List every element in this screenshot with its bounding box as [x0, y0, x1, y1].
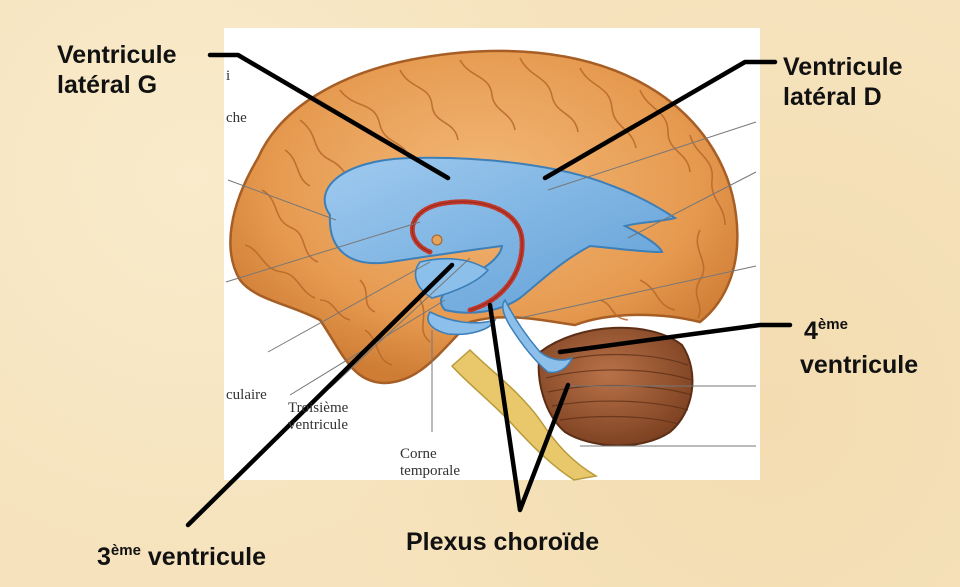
label-corne-line2: temporale	[400, 463, 460, 479]
leader-lateral-d	[542, 59, 778, 181]
label-ventricule-lateral-g: Ventricule latéral G	[57, 40, 177, 100]
label-third-num: 3	[97, 543, 111, 571]
label-troisieme-line2: ventricule	[288, 417, 348, 433]
label-ventricule-lateral-d: Ventricule latéral D	[783, 52, 903, 112]
original-annotation-lines	[225, 121, 757, 447]
label-fourth-word: ventricule	[800, 351, 919, 379]
label-lateral-g-line2: latéral G	[57, 71, 158, 99]
label-third-sup: ème	[110, 542, 141, 559]
leader-plexus	[487, 302, 571, 513]
leader-lateral-g	[207, 52, 451, 181]
label-corne-line1: Corne	[400, 446, 437, 462]
label-quatrieme-ventricule: 4ème ventricule	[800, 316, 918, 380]
third-ventricle-shape	[414, 257, 490, 299]
label-partial-i: i	[226, 68, 231, 84]
lateral-ventricle-shape	[323, 156, 678, 314]
fourth-ventricle-shape	[502, 298, 574, 374]
label-corne-temporale: Corne temporale	[400, 446, 460, 480]
foramen-dot	[431, 234, 443, 246]
leader-lines	[185, 52, 793, 528]
label-fourth-line1: 4ème	[800, 316, 918, 346]
label-lateral-g-line1: Ventricule	[57, 41, 177, 69]
label-troisieme-ventricule-bold: 3ème ventricule	[97, 542, 266, 572]
label-lateral-d-line1: Ventricule	[783, 53, 903, 81]
label-partial-culaire: culaire	[226, 387, 267, 403]
label-fourth-sup: ème	[817, 316, 848, 333]
leader-fourth	[557, 322, 793, 355]
label-plexus-choroide: Plexus choroïde	[406, 528, 600, 556]
temporal-horn-shape	[427, 310, 497, 336]
label-partial-che: che	[226, 110, 247, 126]
cerebral-gyri	[244, 57, 726, 366]
label-troisieme-ventricule: Troisième ventricule	[288, 400, 348, 434]
label-lateral-d-line2: latéral D	[783, 83, 882, 111]
label-fourth-num: 4	[804, 317, 818, 345]
label-troisieme-line1: Troisième	[288, 400, 349, 416]
label-third-word: ventricule	[140, 543, 266, 571]
leader-third	[185, 262, 455, 528]
brainstem	[450, 348, 599, 481]
